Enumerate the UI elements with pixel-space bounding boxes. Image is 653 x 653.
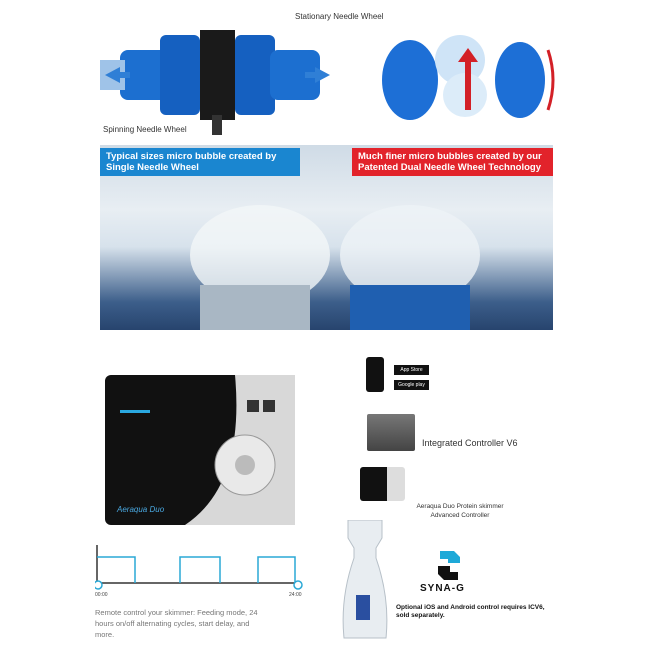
dual-needle-wheel-illustration xyxy=(370,20,560,130)
stationary-needle-wheel-label: Stationary Needle Wheel xyxy=(295,12,384,21)
clock-end-icon xyxy=(293,580,303,590)
small-controller-image xyxy=(360,467,405,501)
icv6-requirement-note: Optional iOS and Android control require… xyxy=(396,604,545,619)
app-store-badge[interactable]: App Store xyxy=(394,365,429,375)
protein-skimmer-image xyxy=(340,519,390,645)
advanced-controller-image: Aeraqua Duo xyxy=(95,370,300,530)
icv6-controller-image xyxy=(367,414,415,451)
needle-wheel-pump-illustration xyxy=(100,30,330,135)
schedule-diagram: 00:00 24:00 xyxy=(93,540,305,605)
single-wheel-banner: Typical sizes micro bubble created by Si… xyxy=(100,148,300,176)
schedule-end-time: 24:00 xyxy=(289,592,302,598)
advanced-controller-label: Aeraqua Duo Protein skimmer Advanced Con… xyxy=(416,503,504,519)
controller-brand-logo: Aeraqua Duo xyxy=(117,505,165,514)
dual-wheel-banner: Much finer micro bubbles created by our … xyxy=(352,148,553,176)
schedule-start-time: 00:00 xyxy=(95,592,108,598)
google-play-badge[interactable]: Google play xyxy=(394,380,429,390)
icv6-label: Integrated Controller V6 xyxy=(422,438,518,448)
schedule-description: Remote control your skimmer: Feeding mod… xyxy=(95,608,258,639)
syna-g-logo: SYNA-G xyxy=(420,548,480,596)
clock-start-icon xyxy=(93,580,103,590)
pump-diagram xyxy=(100,10,340,135)
spinning-needle-wheel-label: Spinning Needle Wheel xyxy=(103,125,187,134)
phone-icon xyxy=(366,357,384,392)
